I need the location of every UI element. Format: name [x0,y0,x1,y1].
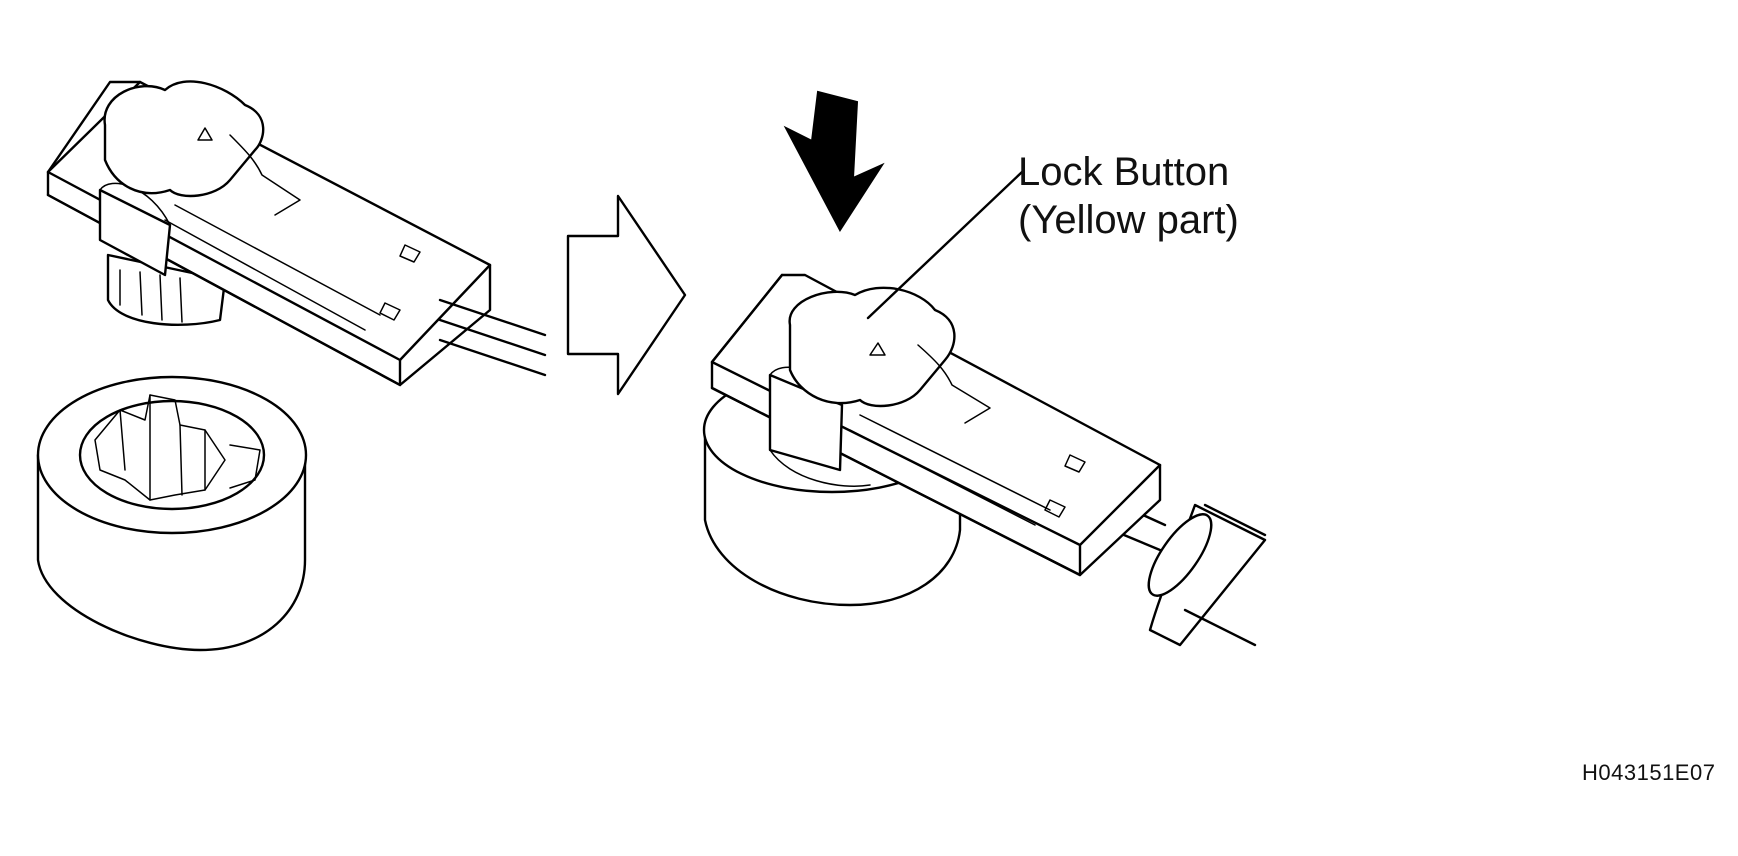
connector-left [46,80,547,387]
lock-button [788,286,956,408]
lock-button-callout: Lock Button (Yellow part) [1018,148,1239,244]
figure-code: H043151E07 [1582,760,1716,785]
connector-right [710,273,1162,577]
process-arrow [566,194,687,396]
callout-leader-line [866,170,1024,320]
press-down-arrow [783,90,885,232]
sensor-socket-left [36,375,308,652]
callout-line-2: (Yellow part) [1018,198,1239,242]
callout-line-1: Lock Button [1018,150,1230,194]
